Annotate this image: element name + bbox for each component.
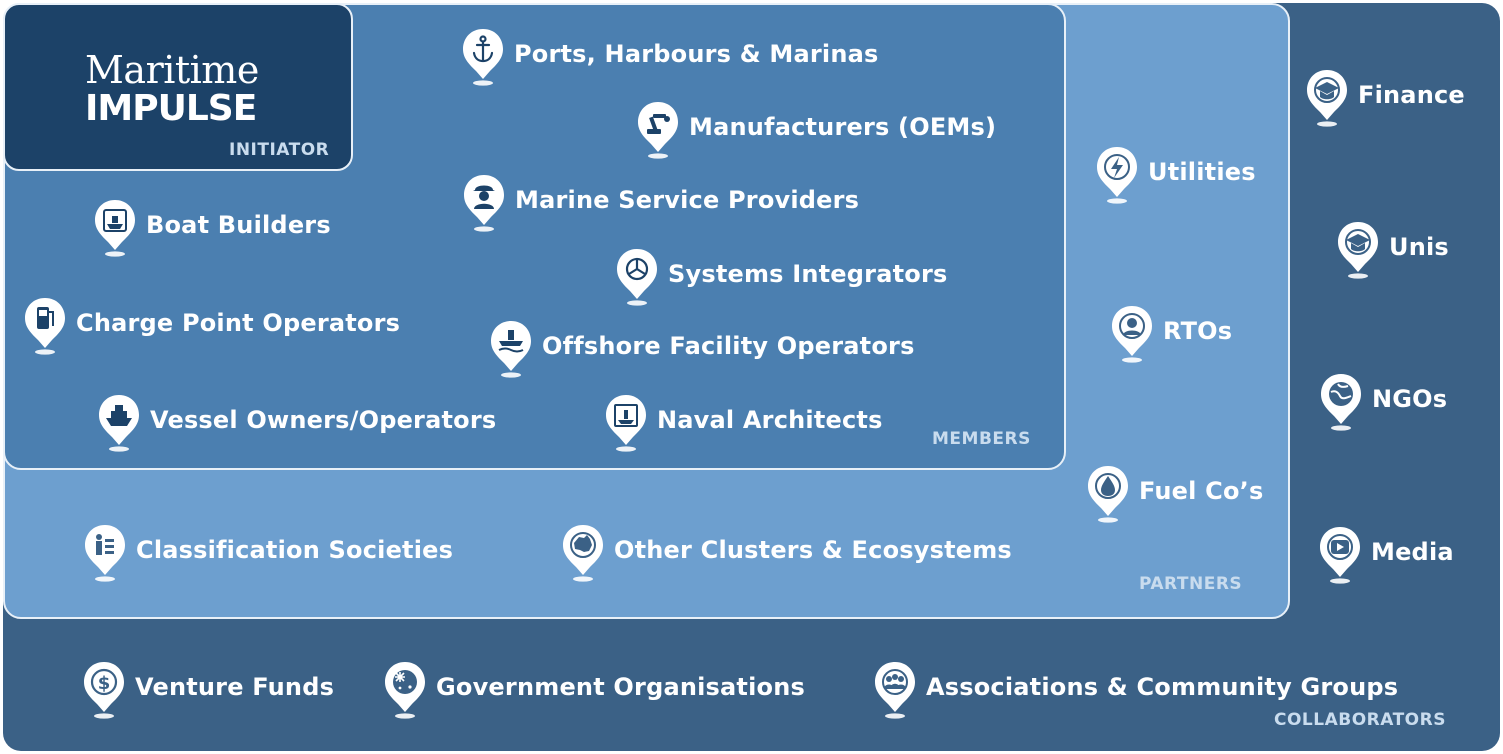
item-media: Media [1317, 519, 1454, 585]
item-label-systems-integrators: Systems Integrators [668, 260, 948, 288]
flag-icon [385, 662, 425, 719]
item-label-charge-point: Charge Point Operators [76, 309, 401, 337]
item-label-rtos: RTOs [1163, 317, 1233, 345]
item-label-unis: Unis [1389, 233, 1449, 261]
tier-label-partners: PARTNERS [1139, 574, 1243, 594]
item-label-associations: Associations & Community Groups [926, 673, 1399, 701]
robot-arm-icon [638, 102, 678, 159]
item-venture-funds: $ Venture Funds [81, 654, 334, 720]
item-label-government: Government Organisations [436, 673, 805, 701]
gears-icon [617, 249, 657, 306]
item-ports: Ports, Harbours & Marinas [460, 21, 878, 87]
item-ngos: NGOs [1318, 366, 1447, 432]
item-label-boat-builders: Boat Builders [146, 211, 331, 239]
tier-label-members: MEMBERS [932, 429, 1031, 449]
item-unis: Unis [1335, 214, 1449, 280]
item-label-venture-funds: Venture Funds [135, 673, 335, 701]
charger-icon [25, 298, 65, 355]
item-boat-builders: Boat Builders [92, 192, 331, 258]
item-label-fuel-cos: Fuel Co’s [1139, 477, 1264, 505]
lightning-icon [1097, 147, 1137, 204]
initiator-panel: Maritime IMPULSE [3, 3, 353, 171]
svg-text:$: $ [98, 673, 111, 694]
item-label-vessel-owners: Vessel Owners/Operators [150, 406, 497, 434]
person-icon [1112, 306, 1152, 363]
item-utilities: Utilities [1094, 139, 1256, 205]
item-label-marine-service: Marine Service Providers [515, 186, 860, 214]
graduation-cap-icon [1307, 70, 1347, 127]
item-label-finance: Finance [1358, 81, 1465, 109]
group-icon [875, 662, 915, 719]
item-label-offshore: Offshore Facility Operators [542, 332, 915, 360]
item-government: Government Organisations [382, 654, 805, 720]
australia-icon [563, 525, 603, 582]
item-classification: Classification Societies [82, 517, 453, 583]
drop-icon [1088, 466, 1128, 523]
item-marine-service: Marine Service Providers [461, 167, 859, 233]
ship-icon [99, 395, 139, 452]
item-charge-point: Charge Point Operators [22, 290, 400, 356]
item-systems-integrators: Systems Integrators [614, 241, 947, 307]
item-vessel-owners: Vessel Owners/Operators [96, 387, 496, 453]
dollar-icon: $ [84, 662, 124, 719]
item-label-utilities: Utilities [1148, 158, 1256, 186]
tier-label-collaborators: COLLABORATORS [1274, 710, 1446, 730]
offshore-icon [491, 321, 531, 378]
item-manufacturers: Manufacturers (OEMs) [635, 94, 996, 160]
play-icon [1320, 527, 1360, 584]
item-naval-architects: Naval Architects [603, 387, 883, 453]
logo-line1: Maritime [85, 48, 259, 92]
logo-line2: IMPULSE [85, 88, 257, 129]
item-label-ports: Ports, Harbours & Marinas [514, 40, 879, 68]
globe-icon [1321, 374, 1361, 431]
boat-icon [95, 200, 135, 257]
anchor-icon [463, 29, 503, 86]
members-panel [3, 3, 1066, 470]
checklist-icon [85, 525, 125, 582]
tier-label-initiator: INITIATOR [229, 140, 330, 160]
item-other-clusters: Other Clusters & Ecosystems [560, 517, 1012, 583]
item-label-classification: Classification Societies [136, 536, 454, 564]
item-offshore: Offshore Facility Operators [488, 313, 915, 379]
item-label-ngos: NGOs [1372, 385, 1448, 413]
blueprint-icon [606, 395, 646, 452]
item-fuel-cos: Fuel Co’s [1085, 458, 1263, 524]
item-label-media: Media [1371, 538, 1454, 566]
item-associations: Associations & Community Groups [872, 654, 1398, 720]
graduation-cap-icon [1338, 222, 1378, 279]
item-label-other-clusters: Other Clusters & Ecosystems [614, 536, 1012, 564]
item-label-naval-architects: Naval Architects [657, 406, 883, 434]
item-finance: Finance [1304, 62, 1465, 128]
item-rtos: RTOs [1109, 298, 1232, 364]
item-label-manufacturers: Manufacturers (OEMs) [689, 113, 997, 141]
worker-icon [464, 175, 504, 232]
